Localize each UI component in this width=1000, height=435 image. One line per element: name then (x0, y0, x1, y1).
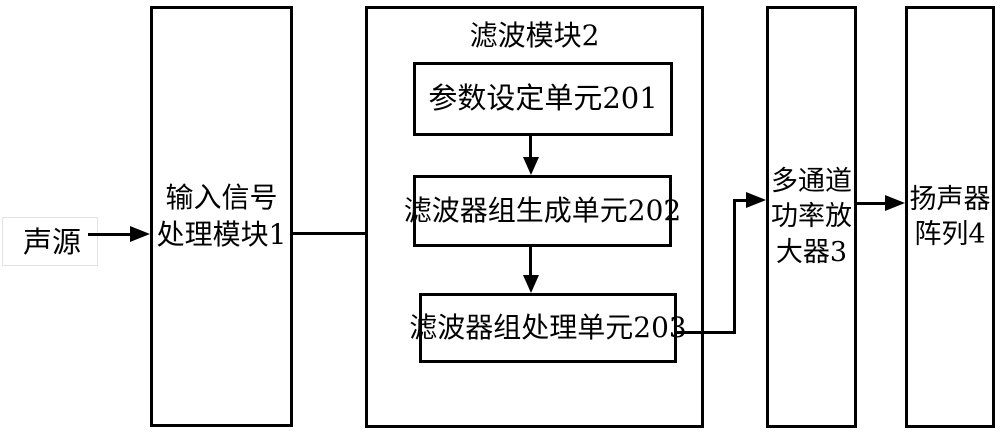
filter-bank-generation-unit-label: 滤波器组生成单元202 (403, 193, 682, 227)
input-signal-module-box: 输入信号 处理模块1 (150, 6, 293, 427)
power-amplifier-label-line2: 功率放 (771, 201, 852, 233)
parameter-setting-unit-box: 参数设定单元201 (413, 62, 673, 136)
module3-to-module4-line (857, 202, 888, 205)
parameter-setting-unit-label: 参数设定单元201 (428, 81, 658, 116)
module1-to-unit203-hsegment1 (293, 232, 387, 235)
power-amplifier-module-box: 多通道 功率放 大器3 (766, 6, 857, 428)
unit201-to-unit202-arrowhead-icon (523, 157, 539, 175)
unit202-to-unit203-arrowhead-icon (523, 275, 539, 293)
filter-module-title: 滤波模块2 (469, 19, 600, 52)
module3-to-module4-arrowhead-icon (885, 195, 905, 211)
power-amplifier-label-line3: 大器3 (775, 236, 848, 268)
filter-bank-generation-unit-box: 滤波器组生成单元202 (404, 175, 681, 247)
filter-bank-processing-unit-box: 滤波器组处理单元203 (409, 293, 687, 363)
speaker-array-label-line1: 扬声器 (909, 183, 991, 215)
source-to-module1-arrowhead-icon (130, 226, 150, 242)
filter-bank-processing-unit-label: 滤波器组处理单元203 (409, 310, 687, 344)
speaker-array-module-box: 扬声器 阵列4 (905, 6, 995, 428)
source-to-module1-line (88, 233, 132, 236)
unit203-to-module3-vsegment (733, 199, 736, 334)
input-signal-module-label-line1: 输入信号 (165, 181, 278, 215)
unit203-to-module3-arrowhead-icon (746, 192, 766, 208)
sound-source-label: 声源 (22, 225, 81, 259)
unit201-to-unit202-line (529, 136, 532, 159)
unit203-to-module3-hsegment1 (677, 331, 736, 334)
input-signal-module-label-line2: 处理模块1 (156, 217, 287, 251)
speaker-array-label-line2: 阵列4 (914, 219, 986, 250)
unit203-to-module3-hsegment2 (733, 199, 748, 202)
unit202-to-unit203-line (529, 247, 532, 275)
scan-artifact-box (2, 217, 98, 266)
power-amplifier-label-line1: 多通道 (771, 166, 852, 198)
